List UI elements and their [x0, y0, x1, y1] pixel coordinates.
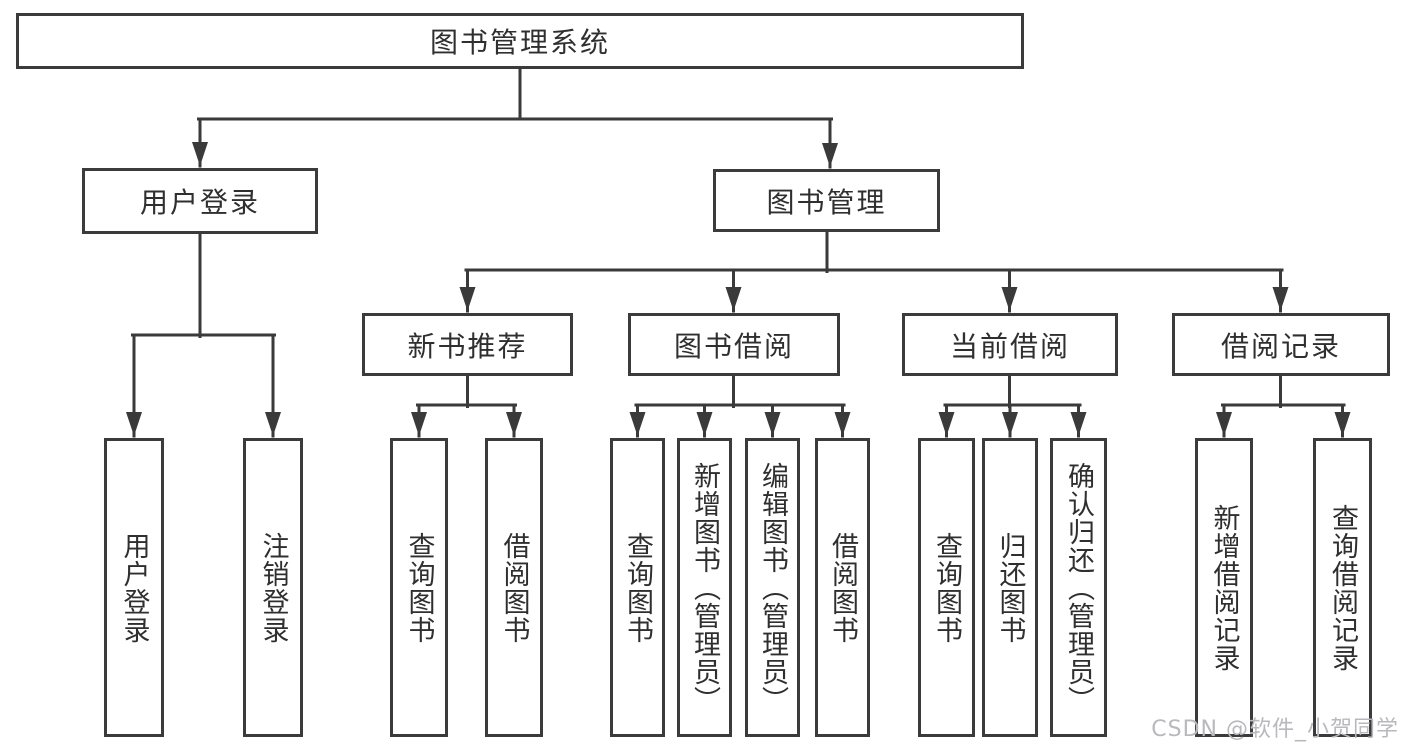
- leaf-bb-edit-books-admin: 编辑图书（管理员）: [745, 438, 800, 737]
- leaf-br-add-record: 新增借阅记录: [1195, 438, 1253, 737]
- connector-borrow-records-group: [1221, 374, 1346, 408]
- node-book-management: 图书管理: [713, 169, 940, 232]
- connector-book-mgmt-group: [464, 230, 1284, 273]
- node-library-system: 图书管理系统: [16, 13, 1024, 69]
- leaf-bb-borrow-books: 借阅图书: [815, 438, 870, 737]
- connector-new-book-group: [416, 374, 517, 408]
- connector-book-borrow-group: [634, 374, 846, 408]
- leaf-nb-query-books: 查询图书: [390, 438, 448, 737]
- leaf-br-query-record: 查询借阅记录: [1313, 438, 1372, 737]
- leaf-user-login: 用户登录: [104, 438, 164, 737]
- node-user-login: 用户登录: [82, 168, 318, 234]
- leaf-cb-confirm-return-admin: 确认归还（管理员）: [1050, 438, 1107, 737]
- node-book-borrowing: 图书借阅: [628, 313, 840, 376]
- node-new-book-recommendation: 新书推荐: [362, 313, 573, 376]
- leaf-bb-query-books: 查询图书: [610, 438, 665, 737]
- csdn-watermark: CSDN @软件_小贺同学: [1151, 717, 1399, 742]
- node-borrowing-records: 借阅记录: [1172, 313, 1390, 376]
- leaf-nb-borrow-books: 借阅图书: [485, 438, 543, 737]
- connector-user-login-group: [131, 232, 276, 338]
- leaf-cb-query-books: 查询图书: [918, 438, 975, 737]
- node-current-borrowing: 当前借阅: [902, 313, 1118, 376]
- connector-root-to-level2: [197, 67, 833, 121]
- leaf-cb-return-books: 归还图书: [982, 438, 1038, 737]
- leaf-logout: 注销登录: [243, 438, 303, 737]
- connector-current-borrow-group: [943, 374, 1082, 408]
- leaf-bb-add-books-admin: 新增图书（管理员）: [677, 438, 732, 737]
